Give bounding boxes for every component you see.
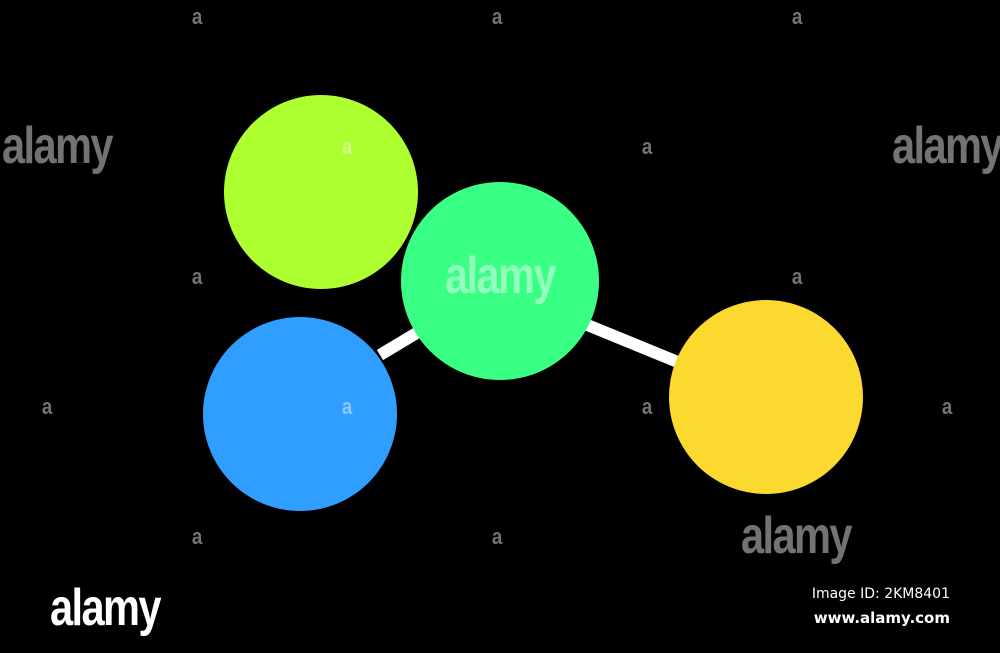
- bond-green-yellow: [577, 316, 693, 373]
- yellow-atom: [669, 300, 863, 494]
- lime-atom: [224, 95, 418, 289]
- watermark-alamy: alamy: [445, 247, 557, 305]
- blue-atom: [203, 317, 397, 511]
- watermark-a: a: [791, 264, 803, 289]
- watermark-a: a: [191, 4, 203, 29]
- watermark-a: a: [641, 394, 653, 419]
- watermark-a: a: [791, 4, 803, 29]
- alamy-logo: alamy: [50, 579, 162, 637]
- watermark-alamy: alamy: [892, 117, 1000, 175]
- watermark-a: a: [41, 394, 53, 419]
- watermark-alamy: alamy: [2, 117, 114, 175]
- image-id-label: Image ID: 2KM8401: [811, 586, 950, 602]
- green-atom: [401, 182, 599, 380]
- site-url: www.alamy.com: [813, 609, 950, 627]
- watermark-a: a: [641, 134, 653, 159]
- watermark-a: a: [341, 134, 353, 159]
- watermark-alamy: alamy: [741, 507, 853, 565]
- watermark-a: a: [941, 394, 953, 419]
- watermark-a: a: [491, 4, 503, 29]
- watermark-a: a: [191, 524, 203, 549]
- watermark-a: a: [341, 394, 353, 419]
- watermark-a: a: [191, 264, 203, 289]
- watermark-a: a: [491, 524, 503, 549]
